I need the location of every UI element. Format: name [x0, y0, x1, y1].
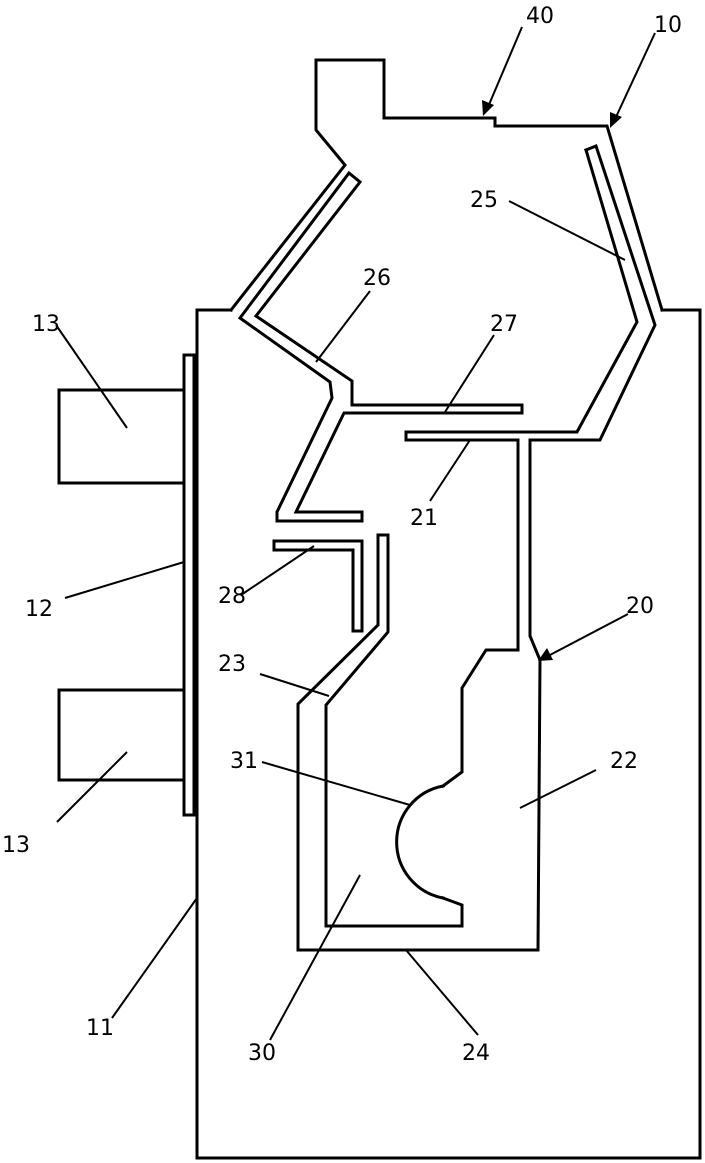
- label-30: 30: [248, 1041, 276, 1066]
- label-13-upper: 13: [32, 312, 60, 337]
- label-20: 20: [626, 594, 654, 619]
- label-22: 22: [610, 749, 638, 774]
- label-23: 23: [218, 652, 246, 677]
- label-11: 11: [86, 1016, 114, 1041]
- channel-25-21: [298, 146, 655, 950]
- block-13-upper: [59, 390, 184, 483]
- label-25: 25: [470, 188, 498, 213]
- label-26: 26: [363, 266, 391, 291]
- label-40: 40: [526, 4, 554, 29]
- label-27: 27: [490, 312, 518, 337]
- label-10: 10: [654, 13, 682, 38]
- label-13-lower: 13: [2, 833, 30, 858]
- channel-25-21-b: [406, 150, 637, 786]
- block-13-lower: [59, 690, 184, 780]
- label-28: 28: [218, 584, 246, 609]
- label-24: 24: [462, 1041, 490, 1066]
- label-12: 12: [25, 597, 53, 622]
- label-31: 31: [230, 749, 258, 774]
- label-21: 21: [410, 506, 438, 531]
- l-piece-28: [274, 541, 362, 631]
- housing-11: [197, 310, 700, 1158]
- channel-26: [240, 173, 522, 521]
